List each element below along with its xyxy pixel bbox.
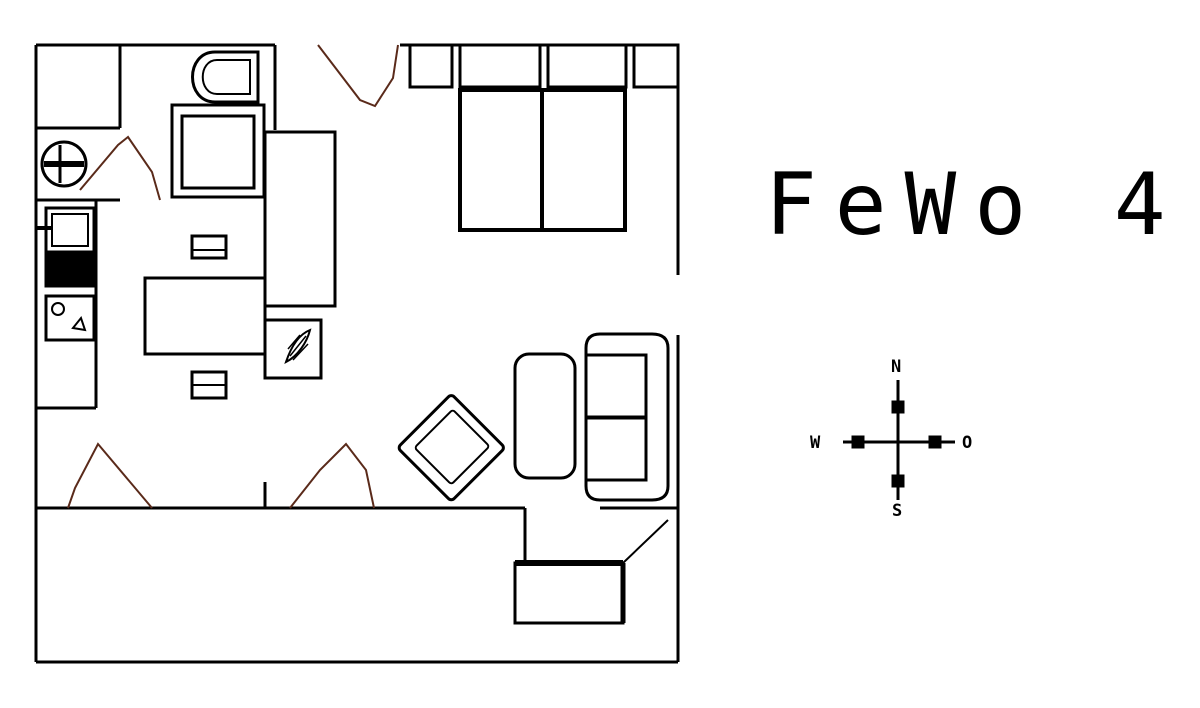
kitchen-fixtures	[36, 140, 96, 342]
compass-east-label: O	[962, 433, 973, 453]
sofa	[513, 332, 670, 502]
interior-walls	[36, 45, 678, 560]
compass-south-label: S	[892, 501, 903, 521]
compass-rose	[843, 380, 955, 500]
bottom-cabinet	[513, 519, 669, 625]
armchair	[397, 394, 505, 502]
sideboard	[263, 130, 337, 308]
double-bed	[458, 88, 627, 232]
plant	[263, 318, 323, 380]
kitchen-cabinet	[170, 103, 266, 199]
dining-set	[143, 234, 267, 400]
door-swings	[67, 44, 399, 509]
oval-fixture	[191, 50, 260, 104]
wardrobe	[408, 43, 680, 89]
compass-west-label: W	[810, 433, 821, 453]
apartment-title: FeWo 4	[765, 155, 1184, 255]
outer-walls	[34, 43, 680, 664]
compass-north-label: N	[891, 357, 902, 377]
